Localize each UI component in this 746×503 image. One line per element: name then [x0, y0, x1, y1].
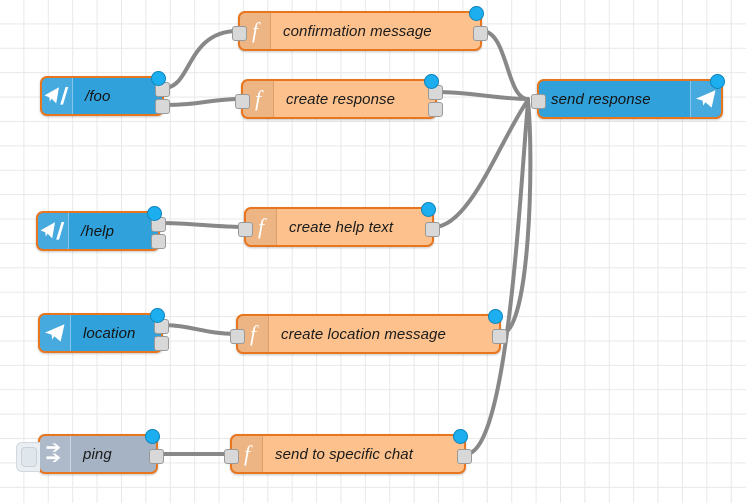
node-send-response[interactable]: send response [531, 74, 725, 119]
output-port-1[interactable] [149, 448, 164, 464]
node-status-dot [424, 74, 439, 89]
node-location-event[interactable]: location [38, 308, 169, 353]
wire-confirmation-message-to-send-response[interactable] [480, 29, 530, 101]
function-f-icon: f [232, 436, 263, 472]
node-confirmation-message[interactable]: f confirmation message [232, 6, 488, 51]
wire-send-to-specific-chat-to-send-response[interactable] [464, 100, 530, 456]
wire-help-command-to-create-help-text[interactable] [158, 221, 246, 229]
node-status-dot [145, 429, 160, 444]
output-port-1[interactable] [457, 448, 472, 464]
node-status-dot [421, 202, 436, 217]
node-label: confirmation message [283, 22, 432, 40]
inject-trigger-button[interactable] [16, 442, 40, 472]
node-status-dot [150, 308, 165, 323]
wire-location-event-to-create-location-message[interactable] [161, 323, 238, 336]
output-port-2[interactable] [154, 336, 169, 351]
wire-create-location-message-to-send-response[interactable] [499, 99, 533, 336]
wire-create-response-to-send-response[interactable] [435, 90, 530, 101]
wire-foo-command-to-confirmation-message[interactable] [162, 29, 240, 90]
node-create-help-text[interactable]: f create help text [238, 202, 440, 247]
node-label: create help text [289, 218, 394, 236]
node-ping-inject[interactable]: ping [16, 429, 164, 474]
input-port[interactable] [238, 221, 253, 237]
node-label: create response [286, 90, 396, 108]
svg-text:f: f [250, 322, 259, 346]
svg-text:f: f [255, 87, 264, 111]
function-f-icon: f [238, 316, 269, 352]
telegram-command-icon [38, 213, 69, 249]
node-status-dot [710, 74, 725, 89]
node-status-dot [453, 429, 468, 444]
svg-text:f: f [258, 215, 267, 239]
svg-text:f: f [252, 19, 261, 43]
telegram-icon [40, 315, 71, 351]
wire-create-help-text-to-send-response[interactable] [432, 98, 530, 229]
node-foo-command[interactable]: /foo [40, 71, 170, 116]
input-port[interactable] [230, 328, 245, 344]
node-label: create location message [281, 325, 446, 343]
output-port-1[interactable] [492, 328, 507, 344]
node-label: /help [81, 222, 115, 240]
inject-button-knob [20, 447, 37, 467]
output-port-2[interactable] [428, 102, 443, 117]
input-port[interactable] [232, 25, 247, 41]
output-port-1[interactable] [425, 221, 440, 237]
node-create-response[interactable]: f create response [235, 74, 443, 119]
svg-text:f: f [244, 442, 253, 466]
node-label: /foo [85, 87, 111, 105]
node-label: location [83, 324, 136, 342]
node-status-dot [151, 71, 166, 86]
output-port-2[interactable] [155, 99, 170, 114]
input-port[interactable] [531, 93, 546, 109]
input-port[interactable] [224, 448, 239, 464]
node-status-dot [488, 309, 503, 324]
node-label: send response [551, 90, 651, 108]
output-port-1[interactable] [473, 25, 488, 41]
node-label: ping [83, 445, 112, 463]
node-send-to-specific-chat[interactable]: f send to specific chat [224, 429, 472, 474]
node-help-command[interactable]: /help [36, 206, 166, 251]
node-status-dot [147, 206, 162, 221]
output-port-2[interactable] [151, 234, 166, 249]
telegram-command-icon [42, 78, 73, 114]
node-create-location-message[interactable]: f create location message [230, 309, 507, 354]
inject-arrow-icon [40, 436, 71, 472]
wire-foo-command-to-create-response[interactable] [162, 97, 243, 107]
node-status-dot [469, 6, 484, 21]
node-label: send to specific chat [275, 445, 414, 463]
input-port[interactable] [235, 93, 250, 109]
